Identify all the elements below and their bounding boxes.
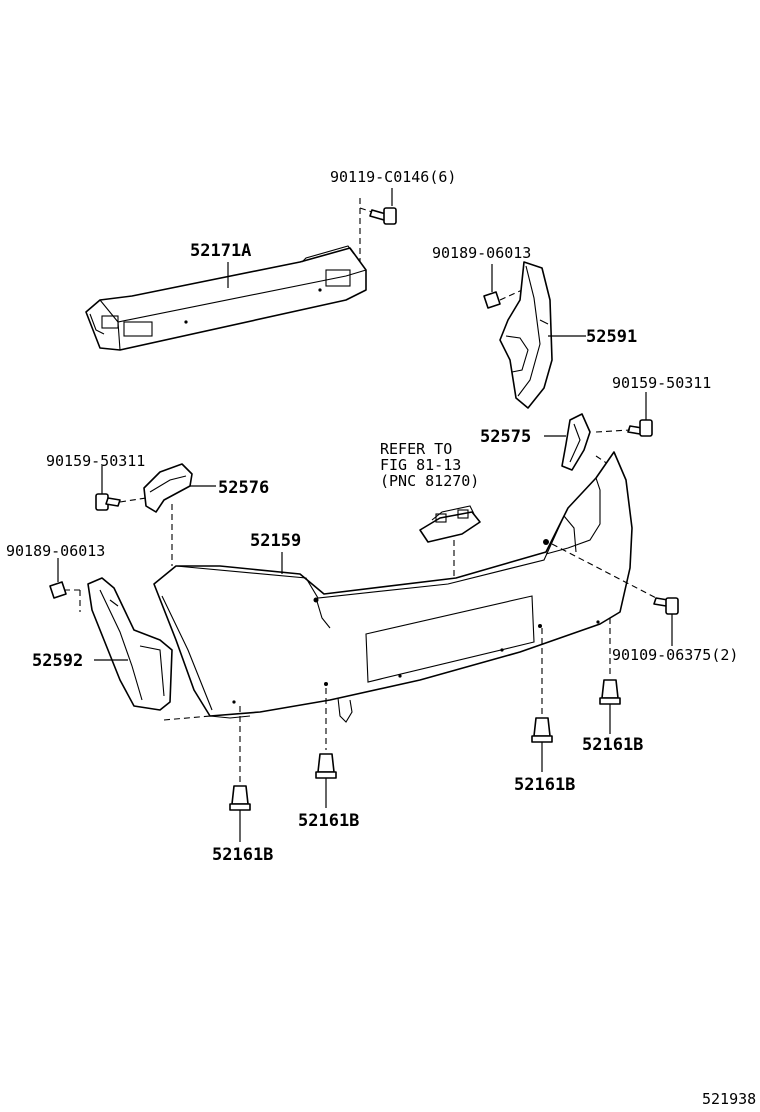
bolt-lower-right[interactable] (653, 597, 679, 615)
reinforcement-part[interactable] (85, 245, 367, 351)
clip-nut-left[interactable] (49, 581, 67, 599)
figure-code: 521938 (702, 1090, 756, 1108)
retainer-left[interactable] (87, 577, 173, 711)
bolt-top[interactable] (369, 207, 397, 225)
label-clip-mid: 52161B (298, 811, 359, 831)
refer-note-line2: FIG 81-13 (380, 456, 461, 474)
label-clip-nut-left: 90189-06013 (6, 542, 105, 560)
label-retainer-right: 52591 (586, 327, 637, 347)
clip-far-right[interactable] (599, 679, 621, 705)
label-bolt-top: 90119-C0146(6) (330, 168, 456, 186)
refer-note-line3: (PNC 81270) (380, 472, 479, 490)
label-clip-mid-right: 52161B (514, 775, 575, 795)
label-retainer-left: 52592 (32, 651, 83, 671)
bracket-left[interactable] (143, 463, 193, 513)
label-screw-right: 90159-50311 (612, 374, 711, 392)
label-bumper-cover: 52159 (250, 531, 301, 551)
label-bracket-right: 52575 (480, 427, 531, 447)
clip-mid[interactable] (315, 753, 337, 779)
label-clip-nut-right: 90189-06013 (432, 244, 531, 262)
clip-nut-right[interactable] (483, 291, 501, 309)
license-lamp[interactable] (419, 505, 481, 543)
label-bolt-lower-right: 90109-06375(2) (612, 646, 738, 664)
clip-mid-right[interactable] (531, 717, 553, 743)
label-clip-far-right: 52161B (582, 735, 643, 755)
label-bracket-left: 52576 (218, 478, 269, 498)
screw-left[interactable] (95, 493, 121, 511)
label-screw-left: 90159-50311 (46, 452, 145, 470)
label-reinforcement: 52171A (190, 241, 251, 261)
bracket-right[interactable] (561, 413, 591, 471)
clip-left[interactable] (229, 785, 251, 811)
screw-right[interactable] (627, 419, 653, 437)
refer-note-line1: REFER TO (380, 440, 452, 458)
retainer-right[interactable] (499, 261, 553, 409)
bumper-cover[interactable] (153, 451, 633, 723)
label-clip-left: 52161B (212, 845, 273, 865)
